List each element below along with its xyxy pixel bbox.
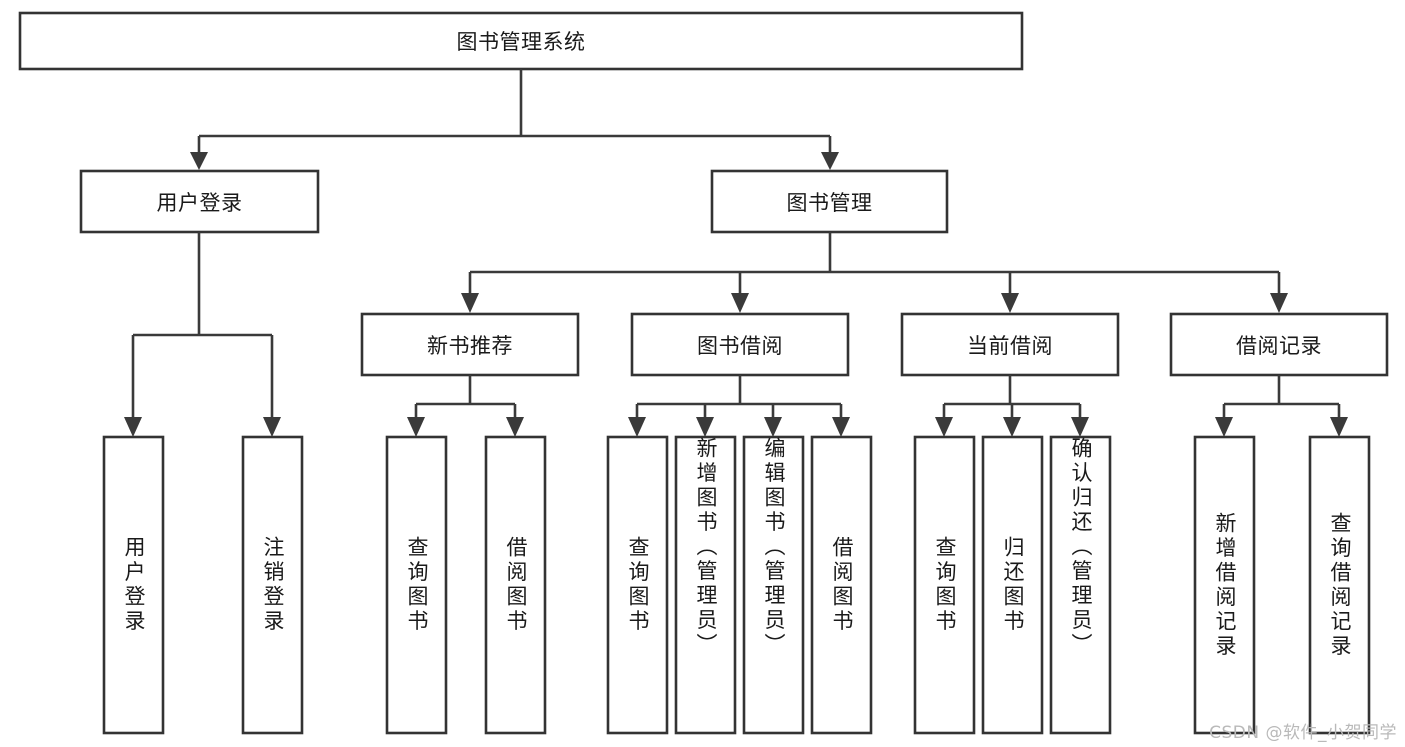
arrowhead-book-borrow <box>731 293 749 313</box>
node-leaf-query-book-1-box[interactable] <box>385 435 448 735</box>
node-leaf-user-logout-box[interactable] <box>241 435 304 735</box>
node-leaf-user-login-box[interactable] <box>102 435 165 735</box>
node-new-book-recommend-box[interactable] <box>360 312 580 377</box>
node-leaf-return-book-box[interactable] <box>981 435 1044 735</box>
node-leaf-add-record-box[interactable] <box>1193 435 1256 735</box>
arrowhead-leaf-borrow-book-2 <box>832 417 850 437</box>
arrowhead-current-borrow <box>1001 293 1019 313</box>
node-borrow-record-box[interactable] <box>1169 312 1389 377</box>
arrowhead-leaf-user-logout <box>263 417 281 437</box>
node-leaf-query-record-box[interactable] <box>1308 435 1371 735</box>
arrowhead-user-login <box>190 152 208 170</box>
arrowhead-leaf-confirm-return <box>1071 417 1089 437</box>
arrowhead-leaf-add-record <box>1215 417 1233 437</box>
node-leaf-edit-book-box[interactable] <box>742 435 805 735</box>
arrowhead-leaf-query-book-1 <box>407 417 425 437</box>
node-leaf-query-book-2-box[interactable] <box>606 435 669 735</box>
arrowhead-leaf-query-book-2 <box>628 417 646 437</box>
arrowhead-leaf-edit-book <box>764 417 782 437</box>
arrowhead-borrow-record <box>1270 293 1288 313</box>
node-leaf-confirm-return-box[interactable] <box>1049 435 1112 735</box>
node-user-login-box[interactable] <box>79 169 320 234</box>
watermark-text: CSDN @软件_小贺同学 <box>1209 723 1397 743</box>
node-root-box[interactable] <box>18 11 1024 71</box>
arrowhead-leaf-query-book-3 <box>935 417 953 437</box>
node-current-borrow-box[interactable] <box>900 312 1120 377</box>
arrowhead-leaf-borrow-book-1 <box>506 417 524 437</box>
node-book-borrow-box[interactable] <box>630 312 850 377</box>
arrowhead-leaf-add-book <box>696 417 714 437</box>
arrowhead-leaf-return-book <box>1003 417 1021 437</box>
node-leaf-borrow-book-1-box[interactable] <box>484 435 547 735</box>
arrowhead-new-book-recommend <box>461 293 479 313</box>
node-leaf-add-book-box[interactable] <box>674 435 737 735</box>
arrowhead-book-manage <box>821 152 839 170</box>
node-leaf-query-book-3-box[interactable] <box>913 435 976 735</box>
arrowhead-leaf-query-record <box>1330 417 1348 437</box>
node-book-manage-box[interactable] <box>710 169 949 234</box>
node-leaf-borrow-book-2-box[interactable] <box>810 435 873 735</box>
arrowhead-leaf-user-login <box>124 417 142 437</box>
